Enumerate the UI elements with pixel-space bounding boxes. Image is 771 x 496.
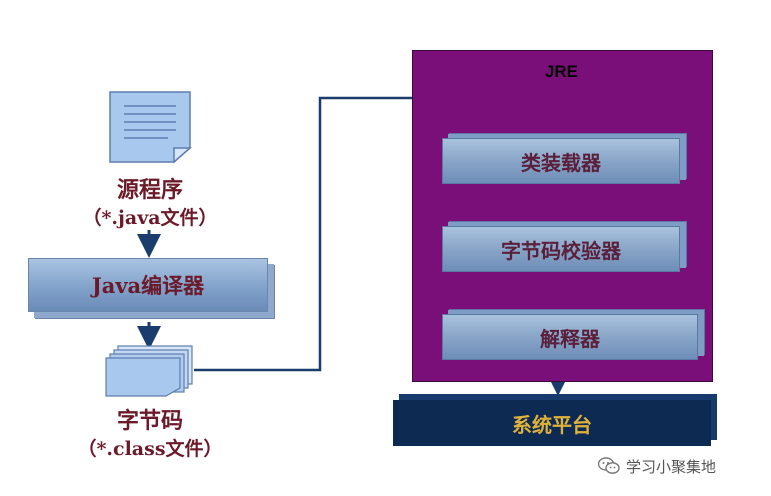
java-compiler-box: Java编译器 (28, 258, 268, 312)
watermark: 学习小聚集地 (597, 454, 758, 478)
class-loader-box: 类装载器 (442, 138, 680, 184)
watermark-text: 学习小聚集地 (626, 458, 717, 476)
class-files-icon (104, 344, 196, 398)
class-loader-label: 类装载器 (521, 150, 601, 175)
interpreter-label: 解释器 (540, 326, 600, 351)
wechat-icon (597, 457, 620, 475)
source-file-icon (108, 90, 192, 164)
bytecode-title: 字节码 (116, 408, 183, 434)
bytecode-subtitle: （*.class文件） (77, 438, 223, 460)
bytecode-verifier-label: 字节码校验器 (501, 238, 621, 263)
system-platform-box: 系统平台 (393, 400, 711, 446)
bytecode-verifier-box: 字节码校验器 (442, 226, 680, 272)
java-compiler-label: Java编译器 (91, 273, 205, 298)
source-subtitle: （*.java文件） (82, 207, 218, 229)
jre-title: JRE (544, 62, 579, 81)
source-title: 源程序 (116, 177, 183, 203)
system-platform-label: 系统平台 (512, 412, 592, 437)
interpreter-box: 解释器 (442, 314, 698, 360)
